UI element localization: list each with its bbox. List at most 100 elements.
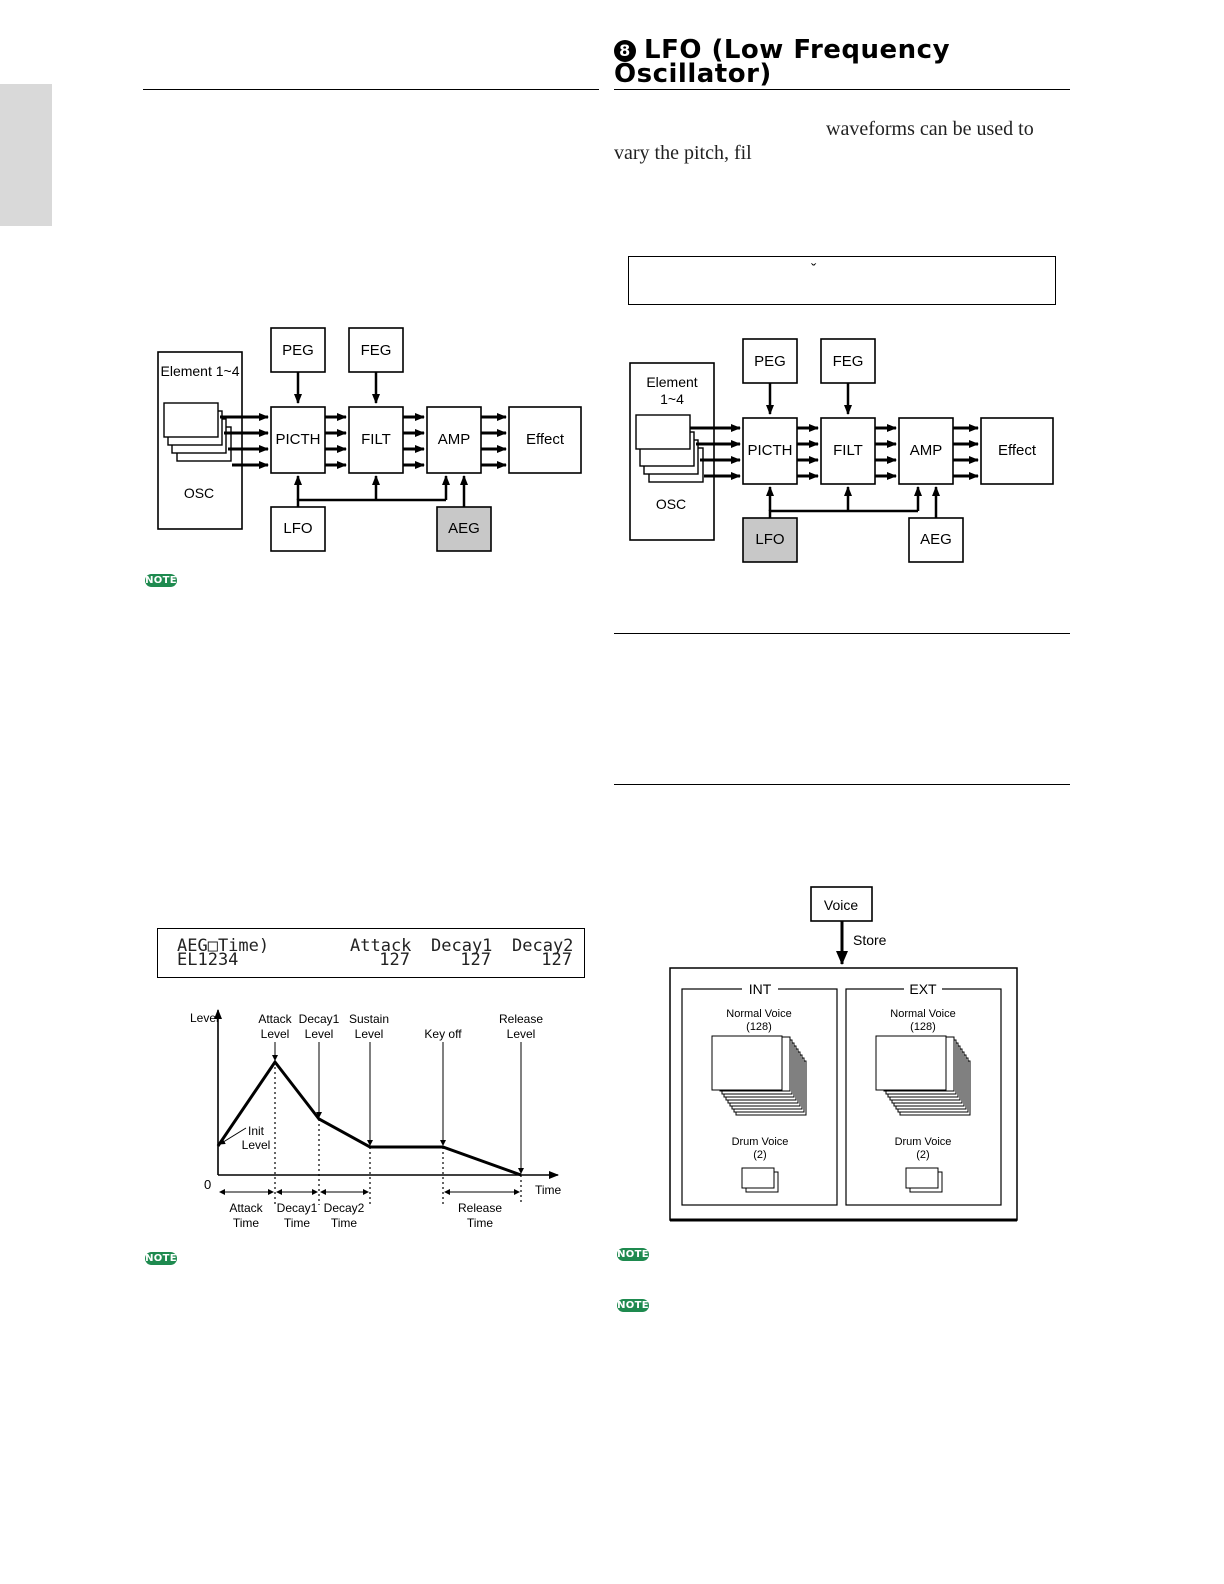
note-badge-4: NOTE — [617, 1299, 649, 1312]
feg-label: FEG — [361, 342, 392, 359]
filt-box — [348, 406, 404, 474]
left-header-rule — [143, 89, 599, 90]
effect-box — [508, 406, 582, 474]
origin-label: 0 — [204, 1177, 211, 1192]
effect-box — [980, 417, 1054, 485]
sustain-level-label-1: Sustain — [349, 1012, 389, 1026]
sustain-level-label-2: Level — [355, 1027, 384, 1041]
store-diagram: Voice Store INT Normal Voice (128) Drum … — [669, 886, 1018, 1222]
filt-box — [820, 417, 876, 485]
note-badge-1: NOTE — [145, 574, 177, 587]
effect-label: Effect — [526, 431, 565, 448]
lcd-decay1-value: 127 — [460, 950, 491, 970]
element-label-1: Element — [646, 374, 697, 390]
pitch-box — [270, 406, 326, 474]
envelope-curve — [216, 1059, 522, 1177]
attack-time-label-2: Time — [233, 1216, 260, 1230]
attack-level-label-1: Attack — [258, 1012, 292, 1026]
pitch-label: PICTH — [748, 442, 793, 459]
lfo-block-diagram: Element 1~4 OSC PEG FEG PICTH FILT AMP E… — [629, 338, 1054, 563]
right-header-rule — [614, 89, 1070, 90]
right-rule-2 — [614, 784, 1070, 785]
osc-label: OSC — [184, 485, 214, 501]
side-tab — [0, 84, 52, 226]
int-drum-voice-label: Drum Voice — [732, 1136, 789, 1148]
note-badge-2: NOTE — [145, 1252, 177, 1265]
osc-stack — [635, 414, 691, 450]
release-level-label-1: Release — [499, 1012, 543, 1026]
lcd-decay2-value: 127 — [541, 950, 572, 970]
cursor-marker: ˇ — [811, 262, 817, 279]
lfo-label: LFO — [283, 520, 312, 537]
decay1-time-label-2: Time — [284, 1216, 311, 1230]
body-text-line2: vary the pitch, fil — [614, 142, 752, 164]
section-number: 8 — [614, 40, 636, 62]
lfo-label: LFO — [755, 531, 784, 548]
int-drum-stack — [741, 1167, 779, 1193]
lcd-attack-label: Attack — [350, 936, 412, 956]
ext-label: EXT — [909, 981, 937, 997]
osc-stack — [163, 402, 219, 438]
body-text-line1: waveforms can be used to — [826, 118, 1034, 140]
decay2-time-label-1: Decay2 — [324, 1201, 365, 1215]
ext-drum-count: (2) — [916, 1149, 929, 1161]
amp-label: AMP — [438, 431, 471, 448]
int-label: INT — [749, 981, 772, 997]
ext-normal-count: (128) — [910, 1021, 936, 1033]
pitch-label: PICTH — [276, 431, 321, 448]
attack-time-label-1: Attack — [229, 1201, 263, 1215]
int-normal-stack — [711, 1035, 807, 1116]
peg-label: PEG — [754, 353, 786, 370]
y-axis-label: Level — [190, 1011, 219, 1025]
osc-label: OSC — [656, 496, 686, 512]
amp-label: AMP — [910, 442, 943, 459]
lfo-display-box: ˇ — [628, 256, 1056, 305]
effect-label: Effect — [998, 442, 1037, 459]
x-axis-label: Time — [535, 1183, 562, 1197]
lcd-decay2-label: Decay2 — [512, 936, 574, 956]
voice-label: Voice — [824, 897, 858, 913]
peg-label: PEG — [282, 342, 314, 359]
lcd-title: AEG□Time) — [177, 936, 270, 956]
filt-label: FILT — [833, 442, 863, 459]
release-level-label-2: Level — [507, 1027, 536, 1041]
init-level-label-1: Init — [248, 1124, 265, 1138]
section-title-line1: LFO (Low Frequency — [644, 35, 951, 65]
int-normal-voice-label: Normal Voice — [726, 1008, 791, 1020]
note-badge-3: NOTE — [617, 1248, 649, 1261]
section-title: 8 LFO (Low Frequency Oscillator) — [614, 35, 1074, 89]
feg-label: FEG — [833, 353, 864, 370]
element-label-2: 1~4 — [660, 391, 684, 407]
init-level-label-2: Level — [242, 1138, 271, 1152]
ext-normal-stack — [875, 1035, 971, 1116]
decay1-level-label-2: Level — [305, 1027, 334, 1041]
aeg-envelope-graph: Level Time 0 Attack Level Decay1 Level S… — [190, 1009, 562, 1230]
decay1-level-label-1: Decay1 — [299, 1012, 340, 1026]
aeg-lcd-display: AEG□Time) EL1234 Attack 127 Decay1 127 D… — [157, 928, 585, 978]
int-normal-count: (128) — [746, 1021, 772, 1033]
lcd-decay1-label: Decay1 — [431, 936, 493, 956]
amp-box — [898, 417, 954, 485]
store-label: Store — [853, 932, 887, 948]
section-title-line2: Oscillator) — [614, 59, 772, 89]
lcd-attack-value: 127 — [379, 950, 410, 970]
filt-label: FILT — [361, 431, 391, 448]
int-drum-count: (2) — [753, 1149, 766, 1161]
amp-box — [426, 406, 482, 474]
ext-drum-voice-label: Drum Voice — [895, 1136, 952, 1148]
aeg-block-diagram: Element 1~4 OSC PEG FEG PICTH FILT AMP E… — [157, 327, 582, 552]
pitch-box — [742, 417, 798, 485]
decay1-time-label-1: Decay1 — [277, 1201, 318, 1215]
release-time-label-1: Release — [458, 1201, 502, 1215]
lcd-element: EL1234 — [177, 950, 239, 970]
ext-drum-stack — [905, 1167, 943, 1193]
decay2-time-label-2: Time — [331, 1216, 358, 1230]
aeg-label: AEG — [920, 531, 952, 548]
release-time-label-2: Time — [467, 1216, 494, 1230]
lfo-box-highlighted — [742, 517, 798, 563]
attack-level-label-2: Level — [261, 1027, 290, 1041]
element-label: Element 1~4 — [161, 363, 240, 379]
ext-normal-voice-label: Normal Voice — [890, 1008, 955, 1020]
voice-box — [810, 886, 873, 922]
right-rule-1 — [614, 633, 1070, 634]
